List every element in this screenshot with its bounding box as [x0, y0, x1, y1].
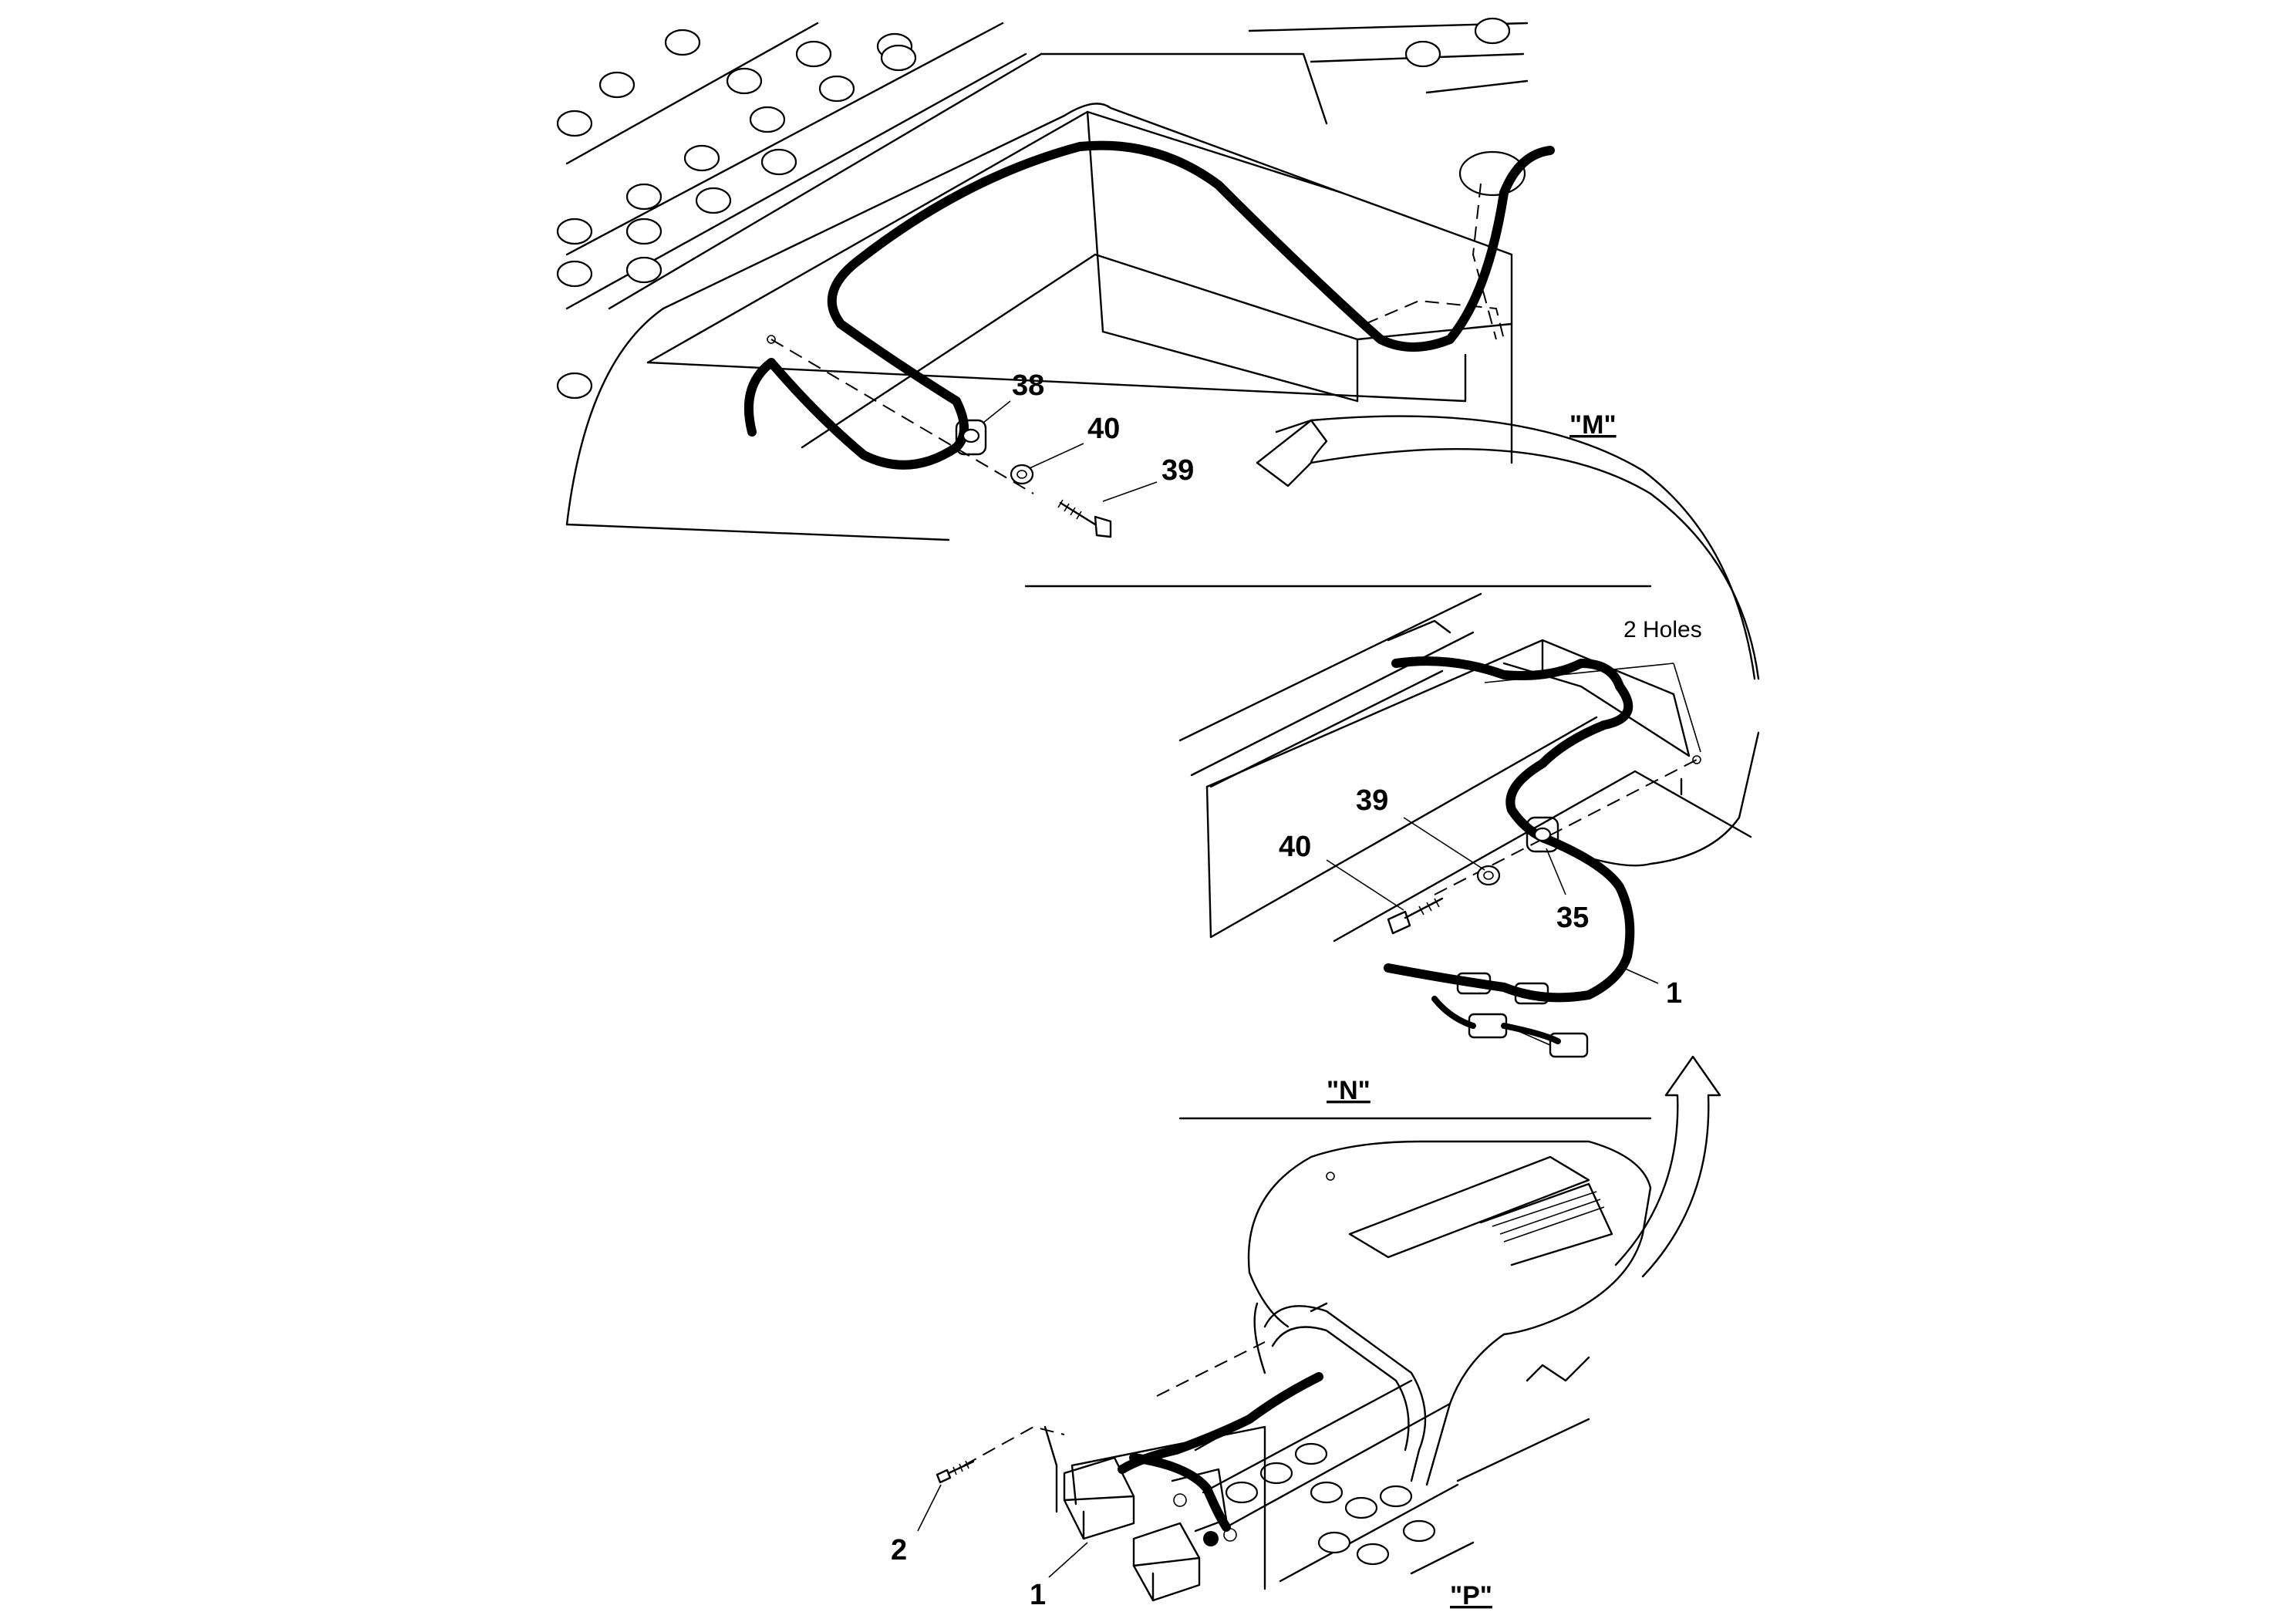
view-m-illustration: [556, 17, 1760, 680]
note-2-holes: 2 Holes: [1623, 617, 1702, 642]
callout-40-n: 40: [1279, 831, 1311, 863]
callout-35-n: 35: [1556, 902, 1589, 934]
n-washer: [1476, 865, 1501, 886]
m-clamp-38: [955, 419, 987, 456]
callout-39-m: 39: [1161, 454, 1194, 487]
callout-2-p: 2: [891, 1534, 907, 1566]
p-switch-right: [1132, 1522, 1201, 1602]
m-screw-39: [1057, 499, 1112, 538]
m-washer-40: [1010, 464, 1034, 485]
callout-40-m: 40: [1087, 413, 1120, 445]
view-label-n: "N": [1327, 1076, 1371, 1105]
n-clamp-35: [1526, 816, 1559, 853]
callout-38-m: 38: [1012, 369, 1044, 402]
floor-holes: [556, 17, 1511, 400]
p-screw-2: [936, 1460, 975, 1484]
callout-1-p: 1: [1030, 1579, 1046, 1611]
view-label-p: "P": [1450, 1581, 1492, 1610]
view-label-m: "M": [1569, 410, 1617, 440]
n-connectors: [1456, 972, 1589, 1058]
p-floor-holes: [1225, 1442, 1436, 1566]
view-p-illustration: [917, 1140, 1652, 1602]
p-switch-left: [1063, 1456, 1135, 1540]
n-screw: [1387, 897, 1444, 935]
callout-39-n: 39: [1356, 784, 1388, 817]
callout-1-n: 1: [1666, 977, 1682, 1010]
view-n-illustration: [1178, 592, 1760, 1278]
